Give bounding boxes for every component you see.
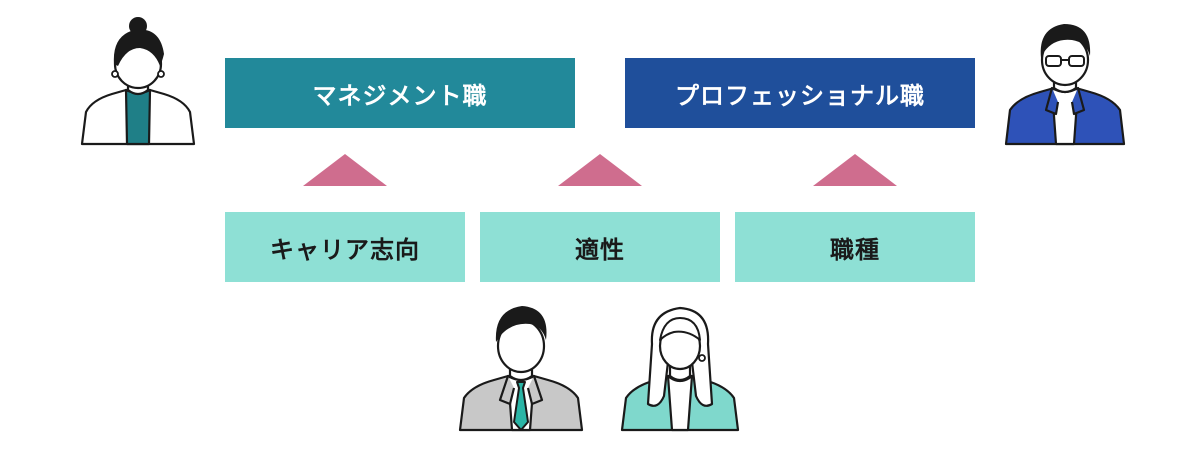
job-type-box: 職種 — [735, 212, 975, 282]
professional-track-box: プロフェッショナル職 — [625, 58, 975, 128]
management-track-box: マネジメント職 — [225, 58, 575, 128]
aptitude-box: 適性 — [480, 212, 720, 282]
woman-teal-blouse-icon — [80, 17, 196, 146]
arrow-up-icon — [813, 154, 897, 186]
woman-long-hair-teal-jacket-icon — [620, 306, 740, 432]
man-glasses-blue-suit-icon — [1004, 24, 1126, 146]
professional-track-label: プロフェッショナル職 — [675, 81, 925, 110]
arrow-up-icon — [303, 154, 387, 186]
job-type-label: 職種 — [830, 235, 880, 264]
career-orientation-box: キャリア志向 — [225, 212, 465, 282]
man-gray-suit-teal-tie-icon — [458, 306, 584, 432]
aptitude-label: 適性 — [575, 235, 625, 264]
management-track-label: マネジメント職 — [312, 81, 488, 110]
career-orientation-label: キャリア志向 — [270, 235, 420, 264]
arrow-up-icon — [558, 154, 642, 186]
